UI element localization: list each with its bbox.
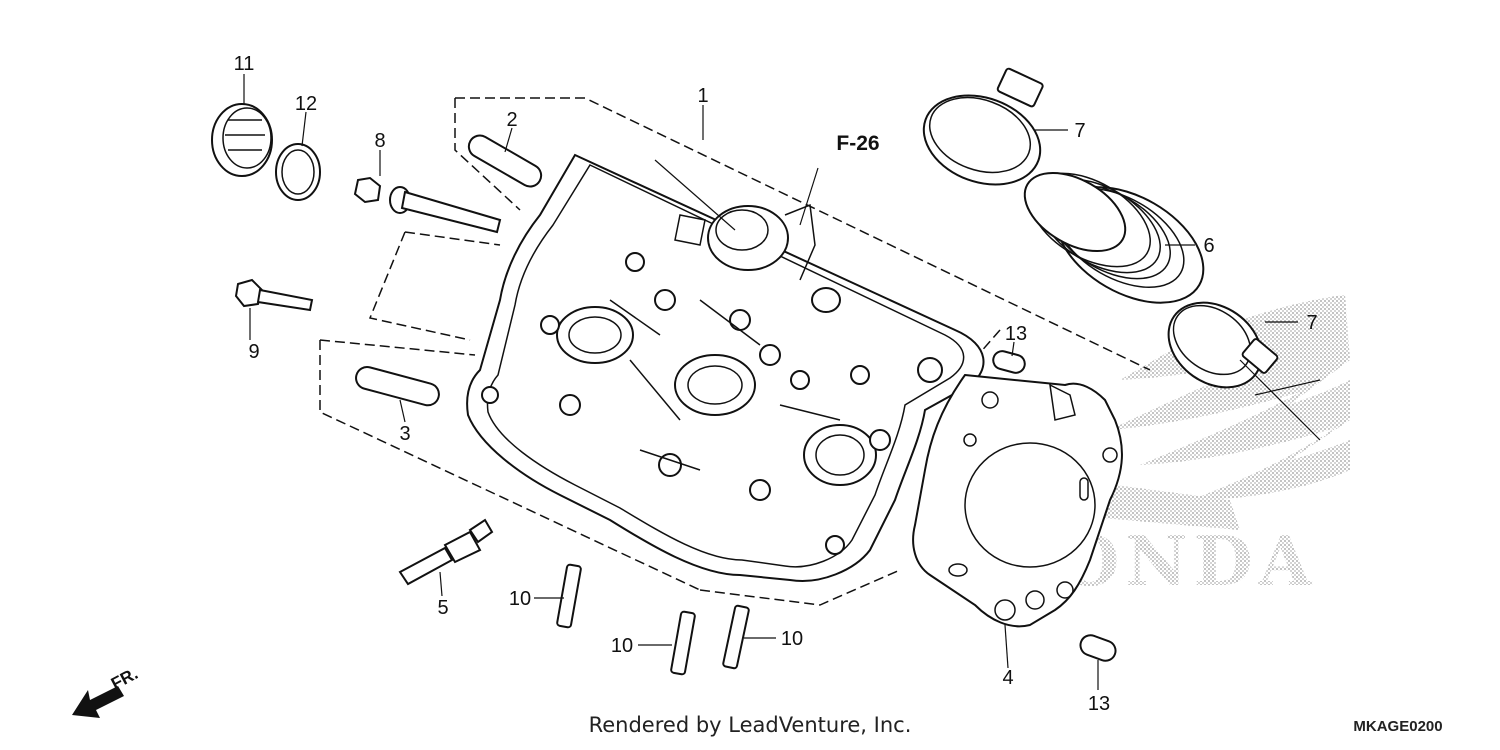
assembly-outline bbox=[319, 97, 1151, 606]
bolt-9 bbox=[234, 278, 314, 312]
leader-lines bbox=[243, 74, 1321, 690]
label-part-13-lower: 13 bbox=[1088, 693, 1110, 715]
head-gasket bbox=[912, 373, 1123, 628]
hose-clamp-upper bbox=[922, 67, 1044, 186]
bolt-8 bbox=[353, 176, 502, 234]
valve-guide-3 bbox=[355, 365, 440, 407]
front-arrow-icon bbox=[72, 686, 124, 718]
render-credit: Rendered by LeadVenture, Inc. bbox=[589, 713, 912, 737]
reference-label: F-26 bbox=[836, 132, 879, 155]
label-part-5: 5 bbox=[437, 597, 448, 619]
label-part-10-middle: 10 bbox=[611, 635, 633, 657]
label-part-10-upper: 10 bbox=[509, 588, 531, 610]
label-part-7-upper: 7 bbox=[1074, 120, 1085, 142]
filler-cap bbox=[211, 103, 273, 177]
spark-plug bbox=[398, 518, 494, 586]
label-part-3: 3 bbox=[399, 423, 410, 445]
stud-bolt-middle bbox=[670, 610, 696, 676]
label-part-7-lower: 7 bbox=[1306, 312, 1317, 334]
label-part-1: 1 bbox=[697, 85, 708, 107]
label-part-10-right: 10 bbox=[781, 628, 803, 650]
stud-bolt-upper bbox=[556, 563, 582, 629]
insulator bbox=[1023, 171, 1205, 304]
label-part-2: 2 bbox=[506, 109, 517, 131]
dowel-pin-lower bbox=[1079, 634, 1117, 662]
label-part-4: 4 bbox=[1002, 667, 1013, 689]
label-part-6: 6 bbox=[1203, 235, 1214, 257]
label-part-11: 11 bbox=[234, 53, 255, 75]
stud-bolt-right bbox=[722, 604, 750, 670]
label-part-13-upper: 13 bbox=[1005, 323, 1027, 345]
valve-guide-2 bbox=[467, 134, 543, 188]
label-part-12: 12 bbox=[295, 93, 317, 115]
cylinder-head bbox=[466, 153, 985, 582]
diagram-code: MKAGE0200 bbox=[1353, 718, 1442, 735]
label-part-9: 9 bbox=[248, 341, 259, 363]
o-ring bbox=[275, 143, 321, 201]
label-part-8: 8 bbox=[374, 130, 385, 152]
dowel-pin-upper bbox=[992, 350, 1026, 374]
hose-clamp-lower bbox=[1167, 301, 1279, 389]
